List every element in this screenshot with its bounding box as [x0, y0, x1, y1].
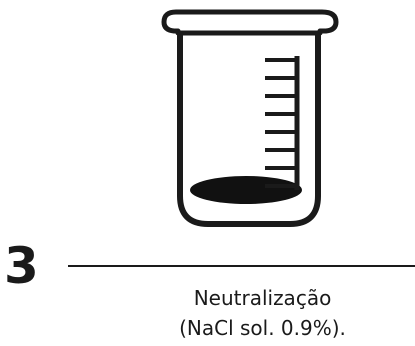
beaker-rim	[161, 9, 339, 36]
step-number: 3	[4, 237, 39, 295]
liquid-level	[190, 176, 302, 204]
caption-line-2: (NaCl sol. 0.9%).	[179, 316, 346, 340]
step-divider-line	[68, 265, 415, 267]
step-caption: Neutralização (NaCl sol. 0.9%).	[110, 283, 415, 343]
beaker-icon	[161, 9, 339, 227]
caption-line-1: Neutralização	[193, 286, 332, 310]
graduation-ticks	[265, 58, 297, 188]
beaker-body	[177, 33, 321, 227]
